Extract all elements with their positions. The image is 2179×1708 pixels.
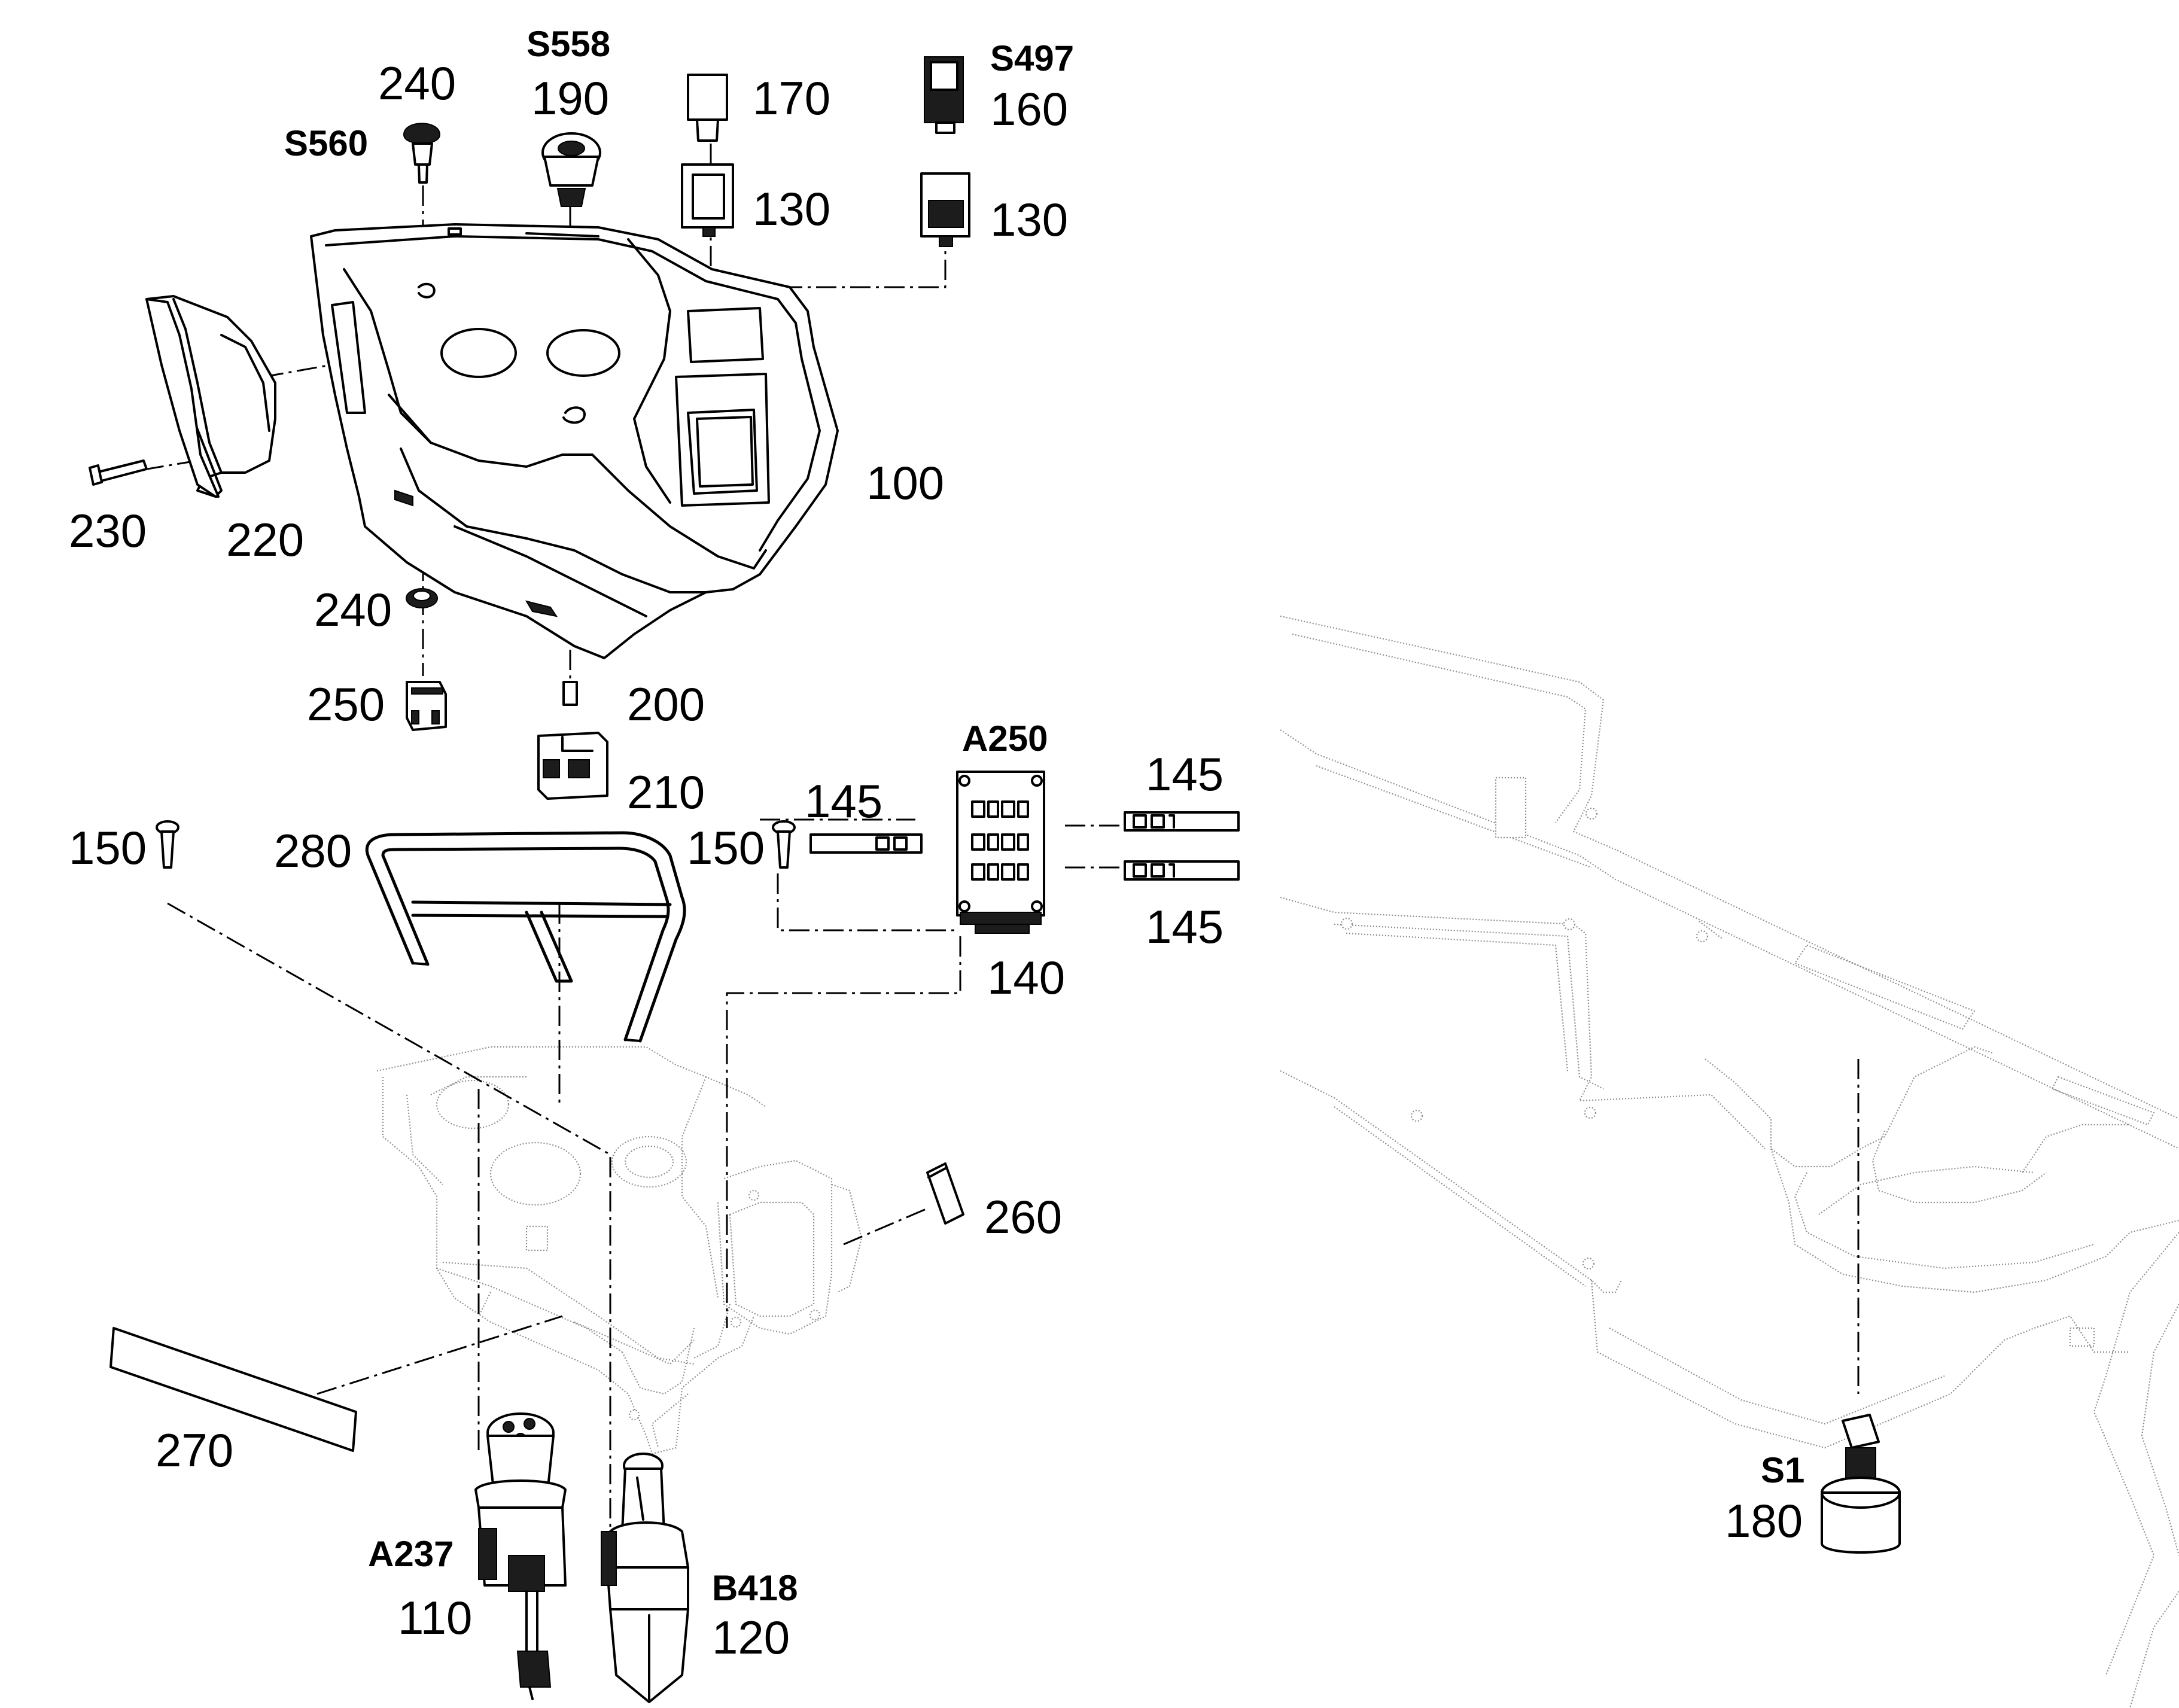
callout-140: 140 (987, 951, 1066, 1004)
switch-170 (687, 74, 728, 142)
callout-190: 190 (531, 72, 610, 124)
rocker-switch-160 (924, 56, 964, 134)
callout-240-top: 240 (378, 57, 457, 109)
callout-130-b: 130 (990, 193, 1069, 246)
callout-220: 220 (226, 513, 305, 566)
contact-block-210 (537, 732, 608, 800)
joystick-B418 (601, 1453, 689, 1703)
ref-S558: S558 (527, 24, 611, 64)
switch-cap-240 (403, 123, 441, 184)
callout-145-right-top: 145 (1146, 748, 1224, 800)
callout-170: 170 (753, 72, 831, 124)
callout-230: 230 (69, 504, 147, 557)
screw-150-left (156, 820, 179, 869)
ref-A237: A237 (368, 1534, 454, 1574)
callout-240-bottom: 240 (314, 583, 392, 636)
emergency-stop-190 (541, 132, 601, 207)
lock-ring-240 (406, 588, 438, 608)
pin-200 (562, 681, 578, 706)
connector-145-right-top (1124, 811, 1240, 832)
callout-260: 260 (984, 1191, 1063, 1243)
ref-A250: A250 (962, 718, 1048, 759)
callout-130-a: 130 (753, 182, 831, 235)
screw-150-right (772, 820, 796, 869)
console-cover-100 (310, 223, 839, 659)
switch-body-250 (406, 681, 447, 731)
machine-console-background (1280, 615, 2179, 1708)
callout-210: 210 (627, 766, 705, 818)
callout-250: 250 (307, 678, 385, 730)
connector-145-right-bottom (1124, 860, 1240, 881)
callout-160: 160 (990, 83, 1069, 135)
holder-130-b (920, 172, 970, 247)
callout-180: 180 (1725, 1494, 1803, 1547)
callout-110: 110 (398, 1591, 473, 1644)
pad-260 (926, 1162, 964, 1225)
ref-S560: S560 (284, 123, 369, 163)
holder-130-a (681, 163, 734, 237)
key-switch-S1 (1821, 1414, 1901, 1554)
guard-bar-280 (365, 831, 686, 1043)
callout-100: 100 (866, 456, 945, 509)
callout-145-right-bottom: 145 (1146, 900, 1224, 953)
callout-200: 200 (627, 678, 705, 730)
mounting-frame-background (376, 1046, 863, 1455)
callout-150-left: 150 (69, 821, 147, 874)
ref-B418: B418 (712, 1568, 798, 1608)
callout-120: 120 (712, 1611, 790, 1664)
trim-strip-270 (109, 1327, 357, 1452)
bolt-230 (89, 459, 148, 486)
grab-handle-220 (145, 295, 276, 498)
ref-S497: S497 (990, 38, 1075, 78)
callout-270: 270 (156, 1424, 234, 1476)
ref-S1: S1 (1761, 1450, 1805, 1490)
connector-145-left (809, 833, 923, 854)
callout-145-left: 145 (805, 775, 883, 827)
control-module-A250 (956, 771, 1045, 934)
callout-150-right: 150 (687, 821, 765, 874)
joystick-A237 (474, 1412, 567, 1700)
callout-280: 280 (274, 824, 352, 877)
